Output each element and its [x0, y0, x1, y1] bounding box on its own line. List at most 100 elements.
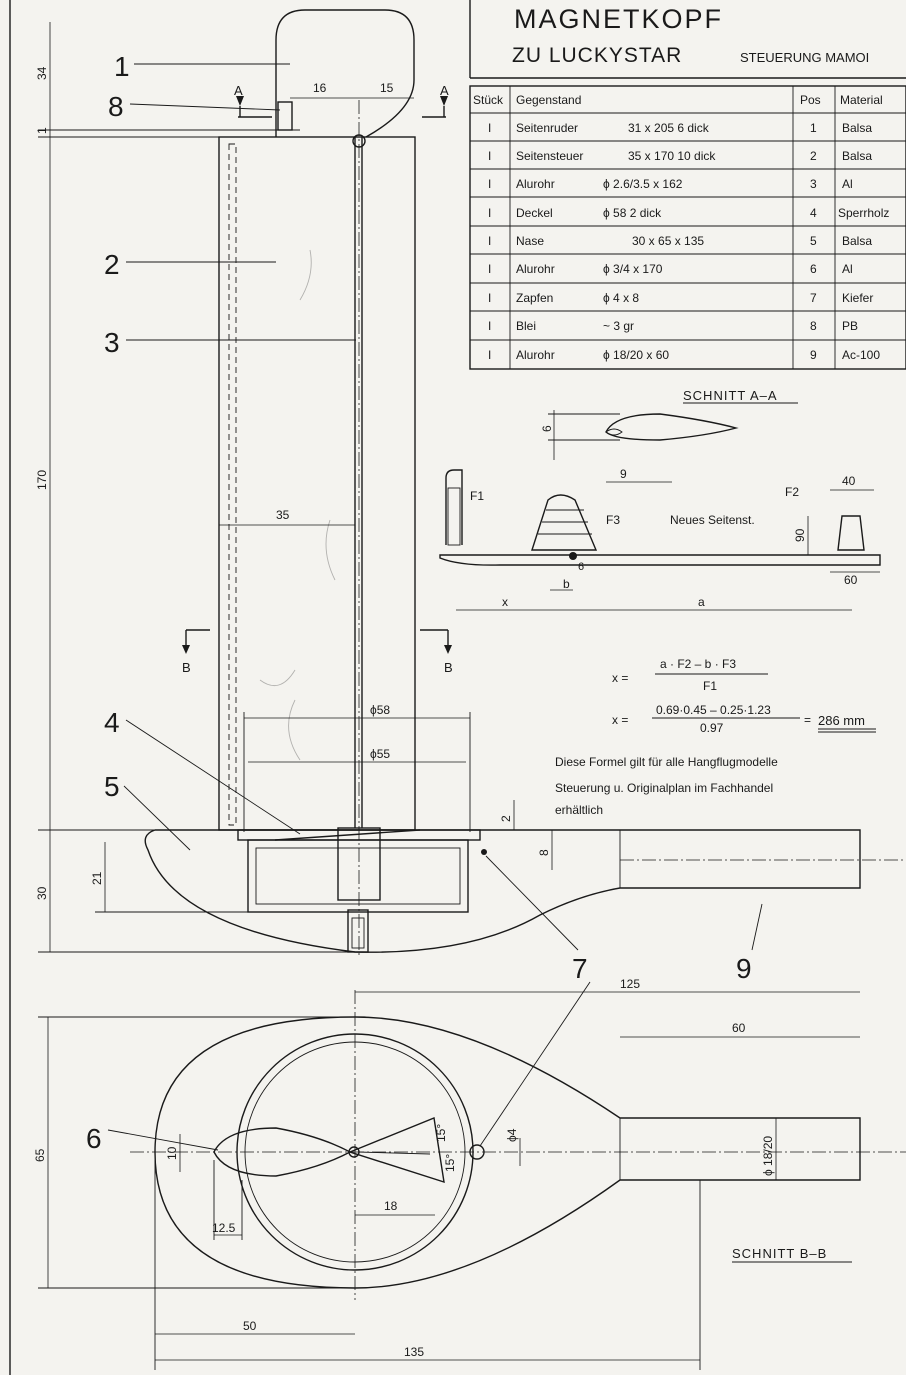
table-row: I Blei ~ 3 gr 8 PB — [488, 319, 858, 333]
svg-text:Balsa: Balsa — [842, 234, 872, 248]
drawing-subtitle-small: STEUERUNG MAMOI — [740, 50, 869, 65]
sketch-dim-b: b — [563, 577, 570, 591]
fuselage-sketch — [439, 554, 881, 566]
svg-text:I: I — [488, 319, 491, 333]
dim-125: 125 — [620, 977, 640, 991]
dim-phi18-20: ϕ 18/20 — [761, 1136, 775, 1176]
svg-text:ϕ 4 x 8: ϕ 4 x 8 — [603, 291, 639, 305]
section-bb: 15° 15° 125 60 65 10 ϕ4 ϕ 18/20 18 12.5 … — [33, 977, 906, 1370]
dim-1: 1 — [35, 127, 49, 134]
dim-35: 35 — [276, 508, 290, 522]
formula-denominator2: 0.97 — [700, 721, 724, 735]
formula-denominator: F1 — [703, 679, 717, 693]
drawing-subtitle: ZU LUCKYSTAR — [512, 44, 682, 67]
sketch-f1: F1 — [470, 489, 484, 503]
svg-text:31 x 205 6 dick: 31 x 205 6 dick — [628, 121, 710, 135]
svg-text:9: 9 — [810, 348, 817, 362]
nose-outline-bb — [154, 1016, 861, 1289]
svg-text:Deckel: Deckel — [516, 206, 553, 220]
dim-65: 65 — [33, 1148, 47, 1162]
dim-135: 135 — [404, 1345, 424, 1359]
sketch-dim-a: a — [698, 595, 705, 609]
position-label-5: 5 — [104, 771, 120, 802]
svg-text:PB: PB — [842, 319, 858, 333]
svg-text:I: I — [488, 291, 491, 305]
svg-text:6: 6 — [810, 262, 817, 276]
table-row: I Alurohr ϕ 3/4 x 170 6 Al — [488, 262, 853, 276]
dim-34: 34 — [35, 66, 49, 80]
svg-text:I: I — [488, 177, 491, 191]
svg-text:ϕ 58 2 dick: ϕ 58 2 dick — [603, 206, 662, 220]
table-row: I Alurohr ϕ 2.6/3.5 x 162 3 Al — [488, 177, 853, 191]
rudder-top — [275, 9, 415, 138]
section-label-b-left: B — [182, 660, 191, 675]
dim-50: 50 — [243, 1319, 257, 1333]
position-label-7: 7 — [572, 953, 588, 984]
dim-170: 170 — [35, 470, 49, 490]
balance-sketch: F1 F3 6 F2 Neues Seitenst. 40 90 60 b x … — [439, 469, 881, 611]
section-aa-title: SCHNITT A–A — [683, 388, 778, 403]
dim-aa-9: 9 — [620, 467, 627, 481]
svg-text:Seitensteuer: Seitensteuer — [516, 149, 583, 163]
svg-text:Blei: Blei — [516, 319, 536, 333]
position-label-4: 4 — [104, 707, 120, 738]
note-line-2: Steuerung u. Originalplan im Fachhandel — [555, 781, 773, 795]
svg-text:I: I — [488, 149, 491, 163]
dim-30: 30 — [35, 886, 49, 900]
svg-text:4: 4 — [810, 206, 817, 220]
sketch-dim-x: x — [502, 595, 508, 609]
drawing-title: MAGNETKOPF — [514, 4, 723, 34]
note-line-3: erhältlich — [555, 803, 603, 817]
dim-18: 18 — [384, 1199, 398, 1213]
nose-body — [144, 829, 861, 953]
dim-2: 2 — [499, 815, 513, 822]
svg-text:8: 8 — [810, 319, 817, 333]
svg-text:I: I — [488, 262, 491, 276]
col-header-qty: Stück — [473, 93, 504, 107]
dim-8: 8 — [537, 849, 551, 856]
sketch-dim-90: 90 — [793, 528, 807, 542]
col-header-item: Gegenstand — [516, 93, 581, 107]
dim-60: 60 — [732, 1021, 746, 1035]
position-label-3: 3 — [104, 327, 120, 358]
dim-phi4: ϕ4 — [505, 1128, 519, 1142]
dim-16: 16 — [313, 81, 327, 95]
svg-text:I: I — [488, 121, 491, 135]
fin-body — [218, 136, 416, 831]
svg-text:I: I — [488, 206, 491, 220]
svg-text:Balsa: Balsa — [842, 149, 872, 163]
position-label-6: 6 — [86, 1123, 102, 1154]
formula-equals: = — [804, 713, 811, 727]
svg-text:I: I — [488, 234, 491, 248]
svg-text:Al: Al — [842, 262, 853, 276]
dim-aa-6: 6 — [540, 425, 554, 432]
svg-text:Ac-100: Ac-100 — [842, 348, 880, 362]
sketch-dim-40: 40 — [842, 474, 856, 488]
section-label-a-left: A — [234, 83, 243, 98]
table-row: I Nase 30 x 65 x 135 5 Balsa — [488, 234, 872, 248]
dim-15deg-b: 15° — [443, 1154, 457, 1172]
svg-text:Sperrholz: Sperrholz — [838, 206, 889, 220]
table-row: I Zapfen ϕ 4 x 8 7 Kiefer — [488, 291, 873, 305]
section-label-a-right: A — [440, 83, 449, 98]
formula-block: x = a · F2 – b · F3 F1 x = 0.69·0.45 – 0… — [555, 657, 876, 817]
formula-numerator2: 0.69·0.45 – 0.25·1.23 — [656, 703, 771, 717]
rudder-profile-aa — [605, 413, 739, 441]
note-line-1: Diese Formel gilt für alle Hangflugmodel… — [555, 755, 778, 769]
svg-text:ϕ 2.6/3.5 x 162: ϕ 2.6/3.5 x 162 — [603, 177, 683, 191]
sketch-dim-60: 60 — [844, 573, 858, 587]
dim-phi58: ϕ58 — [370, 703, 390, 717]
side-view: A A B B 34 1 170 30 21 16 15 35 ϕ58 ϕ55 … — [9, 0, 906, 1375]
title-block: MAGNETKOPF ZU LUCKYSTAR STEUERUNG MAMOI — [469, 0, 906, 79]
svg-text:~ 3 gr: ~ 3 gr — [603, 319, 634, 333]
svg-text:Balsa: Balsa — [842, 121, 872, 135]
svg-text:1: 1 — [810, 121, 817, 135]
dim-21: 21 — [90, 871, 104, 885]
section-bb-title: SCHNITT B–B — [732, 1246, 827, 1261]
col-header-pos: Pos — [800, 93, 821, 107]
section-aa: SCHNITT A–A 6 9 — [540, 388, 798, 483]
section-label-b-right: B — [444, 660, 453, 675]
col-header-material: Material — [840, 93, 883, 107]
svg-text:Kiefer: Kiefer — [842, 291, 873, 305]
svg-text:30 x 65 x 135: 30 x 65 x 135 — [632, 234, 704, 248]
